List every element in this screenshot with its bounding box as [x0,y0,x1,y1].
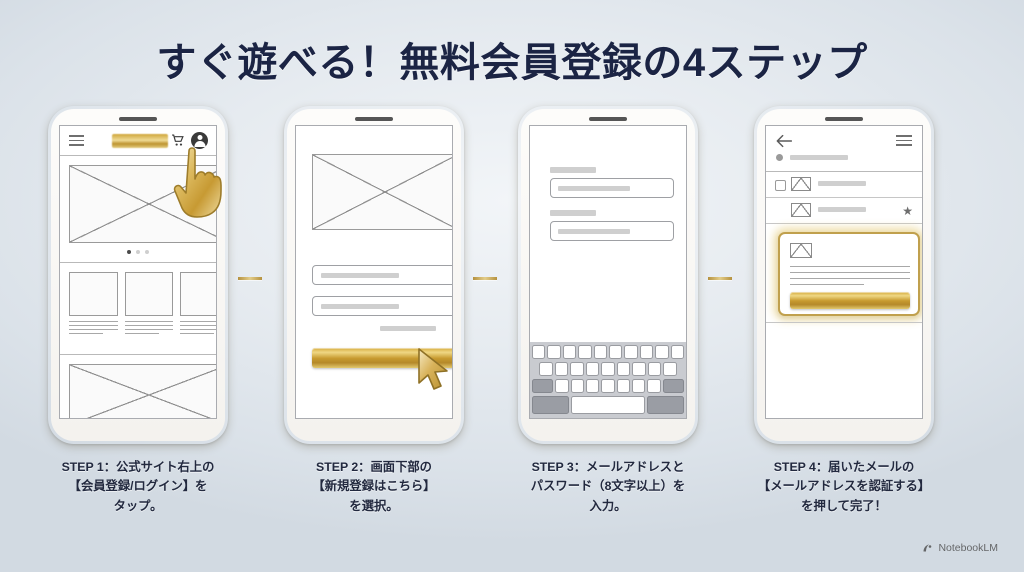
caption-line: を選択。 [349,498,399,513]
step-connector-3-4 [708,277,732,280]
symbols-key[interactable] [532,396,569,414]
hamburger-menu-icon[interactable] [896,135,912,146]
grid-item[interactable] [180,272,216,334]
phone-mockup-step-4: ★ [754,106,934,444]
section-divider-bottom [60,354,216,355]
screen-step-1 [59,125,217,419]
shopping-cart-icon[interactable] [171,134,185,147]
section-divider-top [60,262,216,263]
envelope-icon [790,243,812,258]
screen-step-4: ★ [765,125,923,419]
step-1-column [22,106,254,444]
grid-item-thumb [180,272,216,316]
caption-line: タップ。 [113,498,163,513]
caption-line: STEP 3：メールアドレスと [531,460,685,474]
page-title: すぐ遊べる！無料会員登録の4ステップ [156,41,868,85]
step-4-caption: STEP 4：届いたメールの 【メールアドレスを認証する】 を押して完了！ [726,458,962,516]
grid-item[interactable] [124,272,174,334]
shift-key[interactable] [532,379,554,393]
caption-line: 【メールアドレスを認証する】 [757,479,931,494]
phone-mockup-step-3 [518,106,698,444]
phone-mockup-step-1 [48,106,228,444]
step-3-column [492,106,724,444]
step-connector-1-2 [238,277,262,280]
password-label-bar [550,210,596,216]
caption-line: STEP 2：画面下部の [316,460,432,474]
product-grid [69,272,216,334]
account-person-icon[interactable] [191,132,208,149]
mail-subject-bar [818,207,866,212]
phone-speaker-grill [355,117,393,121]
mail-list-divider [766,322,922,323]
password-input[interactable] [550,221,674,241]
input-field-2[interactable] [312,296,452,316]
grid-item-thumb [124,272,174,316]
caption-line: STEP 1：公式サイト右上の [61,460,215,474]
space-key[interactable] [570,396,646,414]
caption-line: パスワード（8文字以上）を [530,479,686,494]
step-2-column [258,106,490,444]
banner-image-placeholder [69,364,216,418]
phone-speaker-grill [825,117,863,121]
account-dot-icon [776,154,783,161]
input-field-1[interactable] [312,265,452,285]
highlighted-mail-card[interactable] [778,232,920,316]
watermark: NotebookLM [922,542,998,554]
email-input[interactable] [550,178,674,198]
backspace-key[interactable] [662,379,684,393]
hero-image-placeholder [69,165,216,243]
site-header [60,126,216,156]
mail-toolbar [766,126,922,172]
caption-line: 【新規登録はこちら】 [312,479,436,494]
step-connector-2-3 [473,277,497,280]
phone-mockup-step-2 [284,106,464,444]
checkbox-icon[interactable] [775,180,786,191]
mail-subject-bar [818,181,866,186]
screen-step-2 [295,125,453,419]
back-arrow-icon[interactable] [776,134,792,148]
keyboard-row-3 [532,379,684,393]
grid-item[interactable] [69,272,118,334]
envelope-icon [791,203,811,217]
mail-row-2[interactable]: ★ [766,198,922,224]
hamburger-menu-icon[interactable] [69,135,84,146]
step-2-caption: STEP 2：画面下部の 【新規登録はこちら】 を選択。 [256,458,492,516]
screen-step-3 [529,125,687,419]
keyboard-row-4 [532,396,685,414]
caption-line: STEP 4：届いたメールの [773,460,915,474]
hero-image-placeholder [312,154,452,230]
caption-line: 【会員登録/ログイン】を [68,479,208,494]
return-key[interactable] [647,396,685,414]
gold-verify-button[interactable] [790,292,910,309]
on-screen-keyboard[interactable] [530,342,686,418]
caption-line: を押して完了！ [801,498,887,513]
email-label-bar [550,167,596,173]
caption-line: 入力。 [589,498,627,513]
star-icon[interactable]: ★ [902,204,913,218]
grid-item-thumb [69,272,118,316]
phone-speaker-grill [589,117,627,121]
carousel-dots[interactable] [127,250,149,254]
mail-row-1[interactable] [766,172,922,198]
account-name-bar [790,155,848,160]
keyboard-row-2 [532,362,684,376]
keyboard-row-1 [531,345,685,359]
brand-logo [112,134,168,148]
step-3-caption: STEP 3：メールアドレスと パスワード（8文字以上）を 入力。 [490,458,726,516]
watermark-label: NotebookLM [938,542,998,554]
envelope-icon [791,177,811,191]
step-4-column: ★ [728,106,960,444]
gold-signup-button[interactable] [312,348,452,368]
notebooklm-logo-icon [923,544,932,552]
phone-speaker-grill [119,117,157,121]
helper-text-bar [380,326,436,331]
step-1-caption: STEP 1：公式サイト右上の 【会員登録/ログイン】を タップ。 [20,458,256,516]
